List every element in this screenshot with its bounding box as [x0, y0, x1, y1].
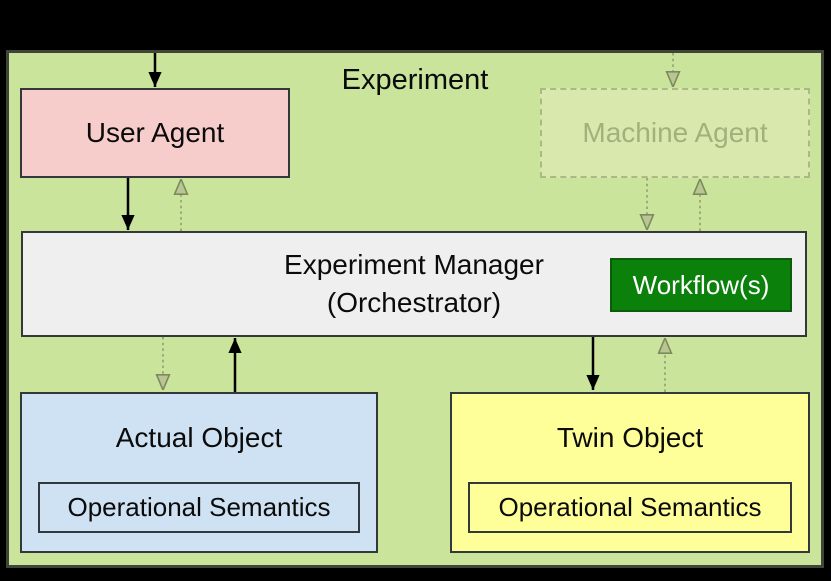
experiment-manager-label: Experiment Manager (Orchestrator) — [284, 246, 544, 322]
workflow-label: Workflow(s) — [632, 269, 770, 300]
node-machine-agent: Machine Agent — [540, 88, 810, 178]
node-user-agent: User Agent — [20, 88, 290, 178]
user-agent-label: User Agent — [85, 117, 225, 148]
twin-object-label: Twin Object — [556, 422, 704, 453]
node-actual-object: Actual Object Operational Semantics — [20, 392, 378, 553]
node-twin-object: Twin Object Operational Semantics — [450, 392, 810, 553]
actual-operational-semantics: Operational Semantics — [38, 482, 360, 533]
experiment-manager-label-line1: Experiment Manager — [284, 249, 544, 280]
node-workflow: Workflow(s) — [610, 258, 792, 312]
actual-object-label: Actual Object — [115, 422, 283, 453]
machine-agent-label: Machine Agent — [582, 117, 768, 148]
diagram-title: Experiment — [341, 64, 489, 96]
experiment-manager-label-line2: (Orchestrator) — [326, 287, 502, 318]
twin-operational-semantics: Operational Semantics — [468, 482, 792, 533]
